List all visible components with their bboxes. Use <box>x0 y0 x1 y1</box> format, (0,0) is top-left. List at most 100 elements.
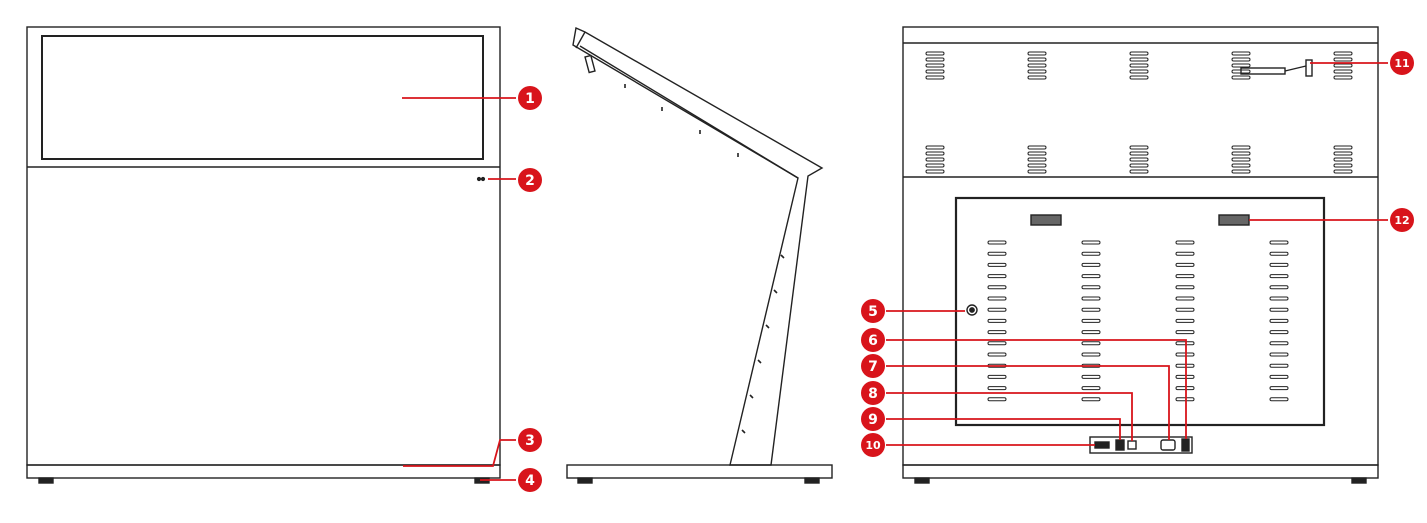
vent-slot <box>1129 69 1149 74</box>
vent-slot <box>1027 75 1047 80</box>
io-port-b <box>1115 439 1125 451</box>
vent-slot <box>1081 251 1101 256</box>
vent-slot <box>925 57 945 62</box>
vent-slot <box>1027 69 1047 74</box>
vent-slot <box>1081 240 1101 245</box>
vent-slot <box>1129 151 1149 156</box>
vent-slot <box>1175 318 1195 323</box>
vent-slot <box>1269 330 1289 335</box>
vent-slot <box>1175 363 1195 368</box>
vent-slot <box>1175 262 1195 267</box>
speaker-grille-right <box>1218 214 1250 226</box>
rear-view <box>902 26 1379 484</box>
vent-slot <box>987 374 1007 379</box>
vent-slot <box>1333 163 1353 168</box>
vent-slot <box>987 318 1007 323</box>
vent-slot <box>1175 352 1195 357</box>
vent-slot <box>987 251 1007 256</box>
side-inner-edge <box>579 45 799 179</box>
vent-slot <box>1081 341 1101 346</box>
side-base-plate <box>566 464 833 479</box>
rear-round-button <box>966 304 978 316</box>
vent-slot <box>987 386 1007 391</box>
callout-9: 9 <box>861 407 885 431</box>
vent-slot <box>1231 75 1251 80</box>
vent-slot <box>987 285 1007 290</box>
rear-foot-right <box>1351 477 1367 484</box>
vent-slot <box>925 157 945 162</box>
vent-slot <box>1175 307 1195 312</box>
vent-slot <box>1269 374 1289 379</box>
vent-slot <box>1081 296 1101 301</box>
vent-slot <box>1175 285 1195 290</box>
callout-6: 6 <box>861 328 885 352</box>
side-edge-ticks <box>624 84 785 434</box>
front-cabinet-outline <box>26 26 501 466</box>
vent-slot <box>987 307 1007 312</box>
vent-slot <box>925 151 945 156</box>
vent-slot <box>1231 157 1251 162</box>
vent-slot <box>1027 163 1047 168</box>
leader-9 <box>886 418 1121 440</box>
callout-11: 11 <box>1390 51 1414 75</box>
vent-slot <box>1269 307 1289 312</box>
vent-slot <box>1081 397 1101 402</box>
side-handle <box>584 54 596 74</box>
vent-slot <box>987 240 1007 245</box>
side-foot-left <box>577 477 593 484</box>
callout-4: 4 <box>518 468 542 492</box>
speaker-grille <box>1030 214 1062 226</box>
vent-slot <box>1081 352 1101 357</box>
vent-slot <box>925 69 945 74</box>
vent-slot <box>1269 352 1289 357</box>
vent-slot <box>1269 318 1289 323</box>
vent-slot <box>1269 240 1289 245</box>
vent-slot <box>1231 163 1251 168</box>
callout-12: 12 <box>1390 208 1414 232</box>
leader-lines <box>402 62 1388 481</box>
vent-slot <box>925 75 945 80</box>
vent-slot <box>1333 51 1353 56</box>
front-sensor <box>476 176 482 182</box>
vent-slot <box>987 341 1007 346</box>
vent-slot <box>1269 285 1289 290</box>
vent-slot <box>1175 374 1195 379</box>
vent-slot <box>1081 374 1101 379</box>
vent-slot <box>1027 51 1047 56</box>
vent-slot <box>987 296 1007 301</box>
rear-base-panel <box>902 464 1379 479</box>
side-panel-edge <box>575 31 586 49</box>
vent-slot <box>1231 169 1251 174</box>
front-sensor-dot <box>480 176 486 182</box>
rear-bracket <box>1240 59 1313 77</box>
callout-10-label: 10 <box>865 439 881 452</box>
vent-slot <box>1081 386 1101 391</box>
leader-6 <box>886 339 1187 439</box>
callout-6-label: 6 <box>868 333 878 349</box>
vent-slot <box>987 397 1007 402</box>
vent-slot <box>1129 57 1149 62</box>
vent-slot <box>1269 251 1289 256</box>
vent-slot <box>1081 274 1101 279</box>
vent-slot <box>1129 63 1149 68</box>
rear-cabinet-outline <box>902 26 1379 466</box>
vent-slot <box>1027 63 1047 68</box>
rear-lower-panel <box>954 196 1326 427</box>
vent-slot <box>1129 157 1149 162</box>
vent-slot <box>1129 51 1149 56</box>
vent-slot <box>1175 296 1195 301</box>
callout-12-label: 12 <box>1394 214 1409 227</box>
callout-11-label: 11 <box>1394 57 1409 70</box>
vent-slot <box>925 63 945 68</box>
vent-slot <box>1175 330 1195 335</box>
callout-8-label: 8 <box>868 386 878 402</box>
vent-slot <box>1081 318 1101 323</box>
vent-slot <box>1129 75 1149 80</box>
callout-5-label: 5 <box>868 304 878 320</box>
vent-slot <box>987 330 1007 335</box>
callout-7-label: 7 <box>868 359 878 375</box>
vent-slot <box>1333 69 1353 74</box>
rear-vent-groups <box>925 51 1353 402</box>
vent-slot <box>1129 169 1149 174</box>
side-body-outline <box>572 26 824 466</box>
